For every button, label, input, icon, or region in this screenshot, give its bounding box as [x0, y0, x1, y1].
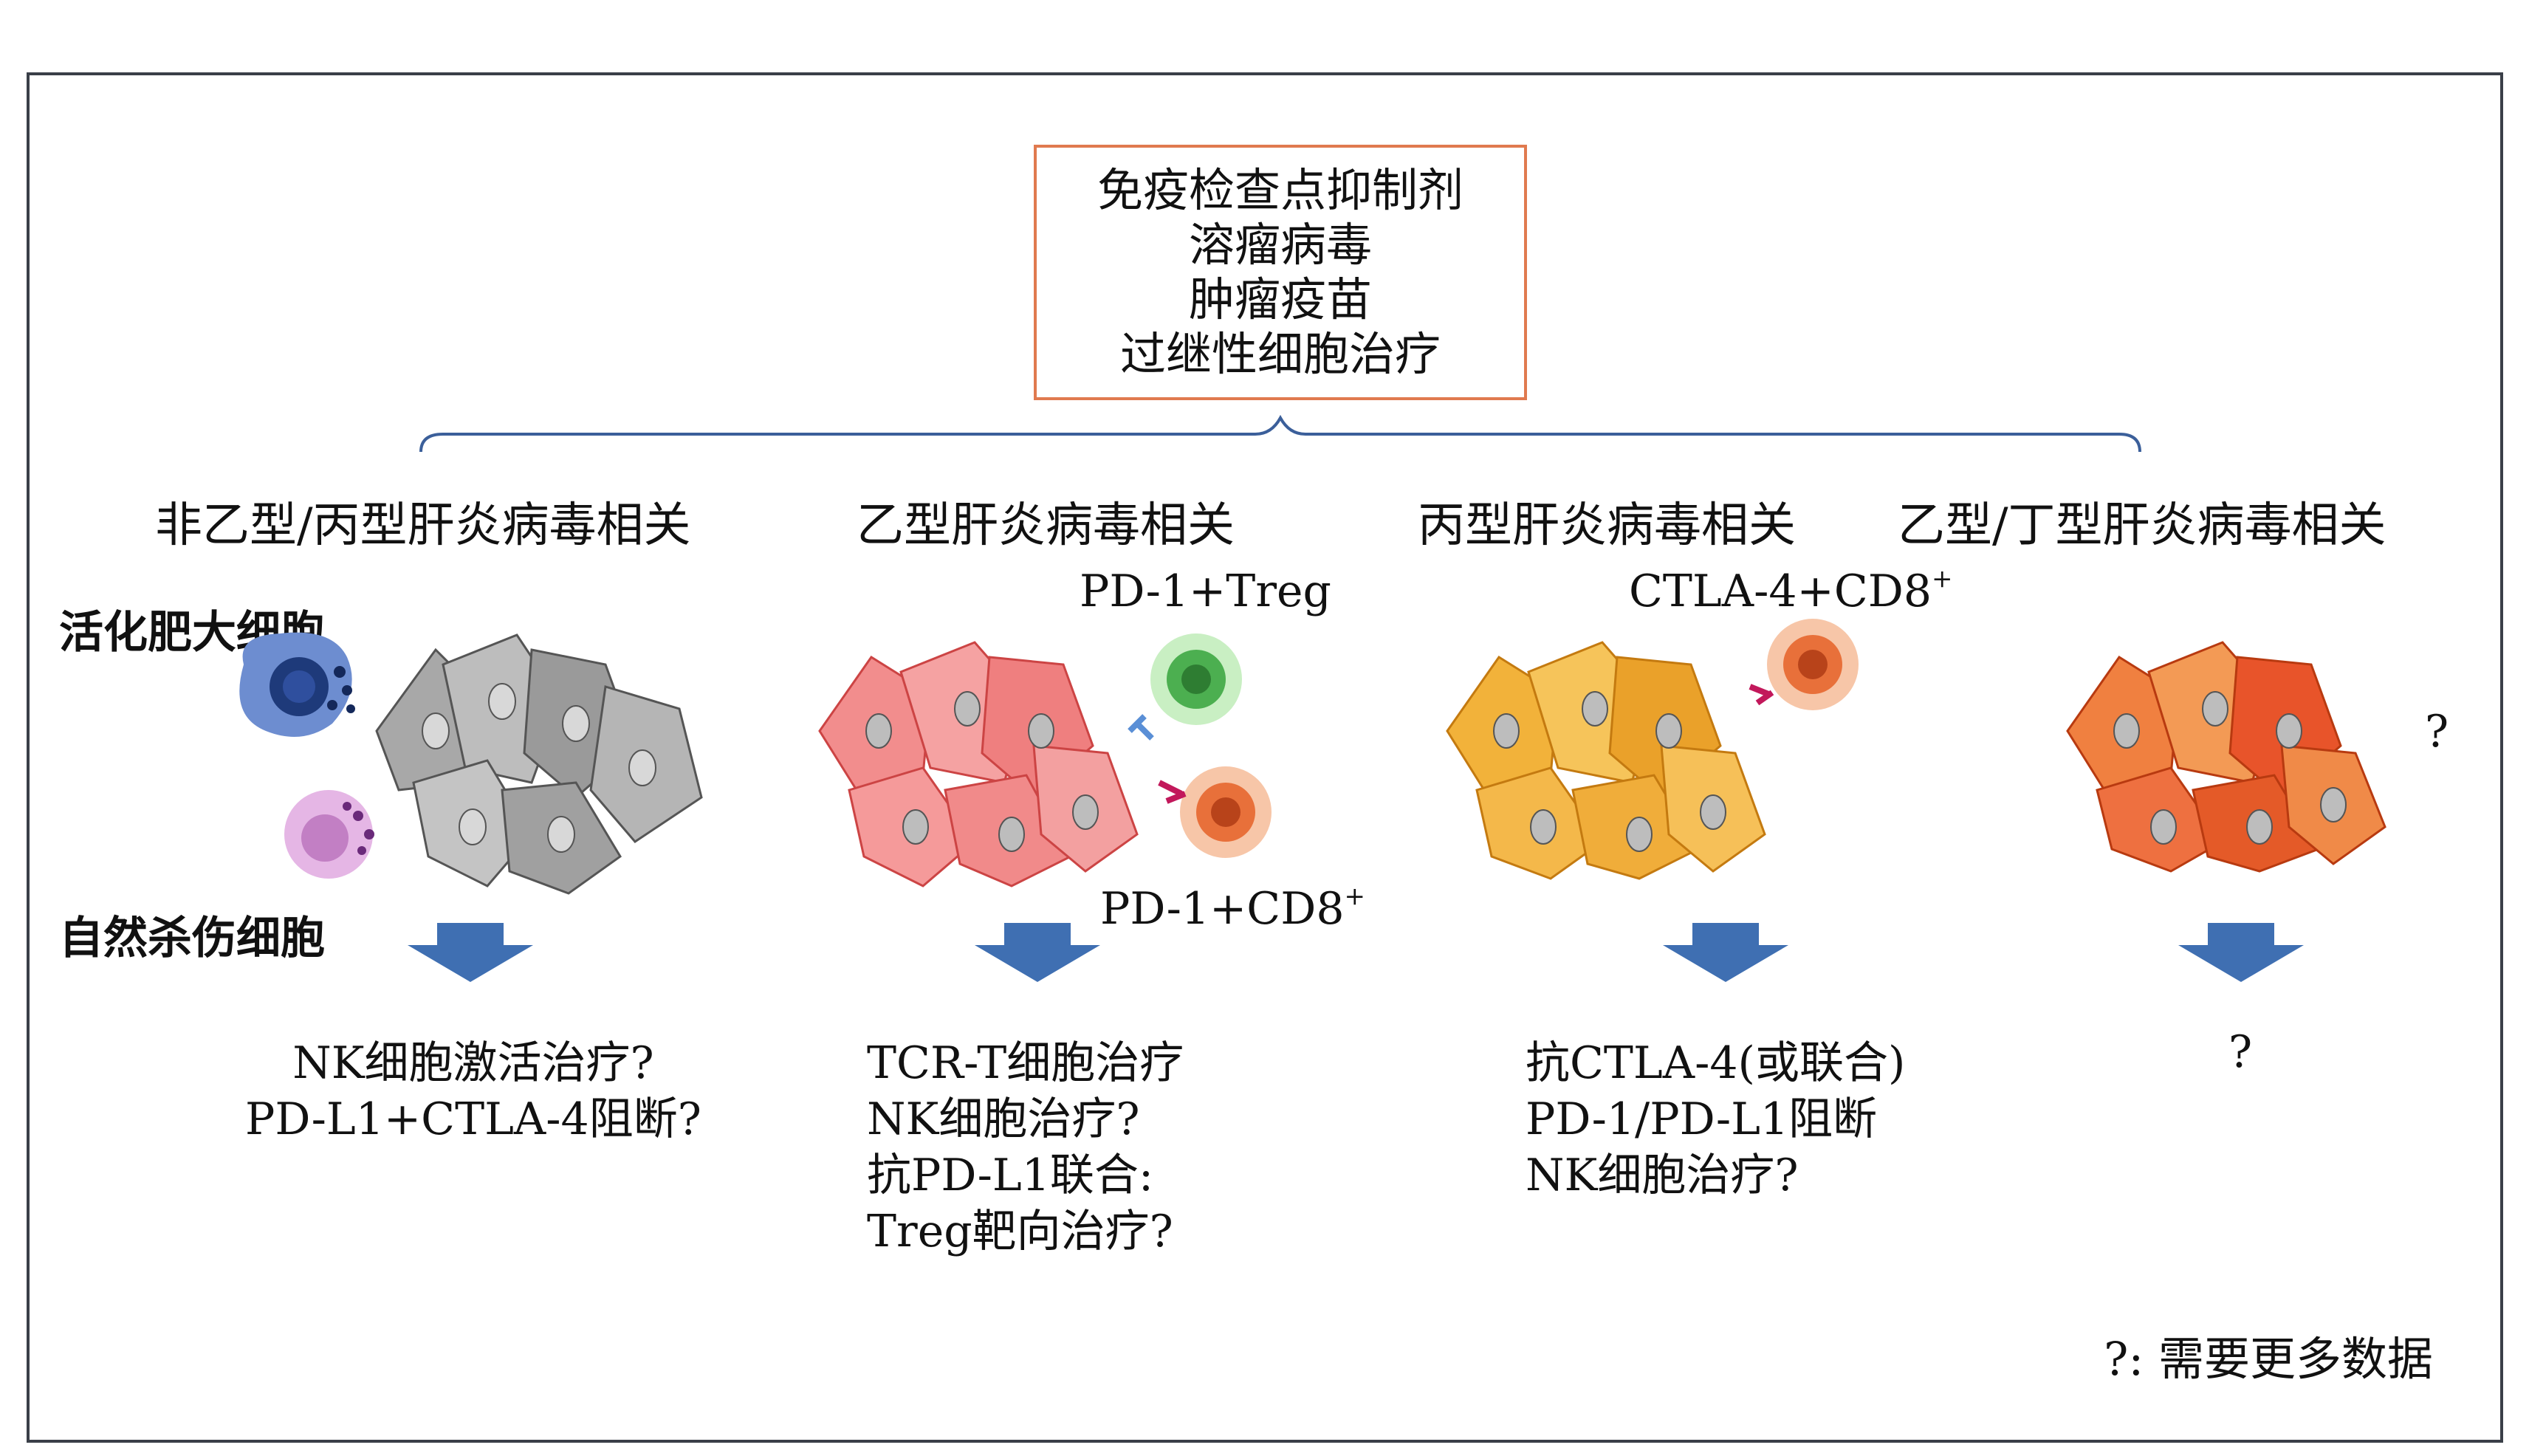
label-pd1-treg: PD-1+Treg — [1080, 566, 1331, 617]
hepatocyte-cluster-yellow — [1446, 619, 1859, 880]
treatment-oncolytic-virus: 溶瘤病毒 — [1188, 218, 1372, 272]
therapy-item: TCR-T细胞治疗 — [867, 1037, 1184, 1089]
therapies-hcv: 抗CTLA-4(或联合) PD-1/PD-L1阻断 NK细胞治疗? — [1526, 1035, 1905, 1203]
heading-non-hbv-hcv: 非乙型/丙型肝炎病毒相关 — [155, 498, 691, 553]
heading-hcv: 丙型肝炎病毒相关 — [1418, 498, 1796, 553]
ctla4-cd8-cell-icon — [1749, 619, 1859, 710]
treg-cell-icon — [1128, 633, 1242, 741]
label-hdv-unknown: ? — [2425, 706, 2449, 758]
treatments-box: 免疫检查点抑制剂 溶瘤病毒 肿瘤疫苗 过继性细胞治疗 — [1034, 145, 1527, 400]
branch-brace — [419, 414, 2141, 453]
therapies-non-hbv-hcv: NK细胞激活治疗? PD-L1+CTLA-4阻断? — [245, 1035, 701, 1147]
therapy-item: 抗CTLA-4(或联合) — [1526, 1037, 1906, 1089]
nk-cell-icon — [284, 790, 374, 879]
therapies-hbv: TCR-T细胞治疗 NK细胞治疗? 抗PD-L1联合: Treg靶向治疗? — [867, 1035, 1184, 1260]
cd8-cell-icon — [1158, 766, 1272, 858]
down-arrow-3-icon — [1663, 923, 1788, 982]
mast-cell-icon — [239, 632, 355, 737]
therapies-hbv-hdv: ? — [2228, 1026, 2253, 1078]
therapy-item: NK细胞治疗? — [867, 1093, 1140, 1145]
label-ctla4-cd8: CTLA-4+CD8+ — [1629, 564, 1953, 617]
heading-hbv: 乙型肝炎病毒相关 — [857, 498, 1235, 553]
label-nk-cell: 自然杀伤细胞 — [59, 913, 325, 964]
treatment-adoptive-cell-therapy: 过继性细胞治疗 — [1119, 327, 1441, 381]
treatment-checkpoint-inhibitors: 免疫检查点抑制剂 — [1097, 163, 1463, 217]
therapy-item: Treg靶向治疗? — [867, 1206, 1173, 1257]
down-arrow-2-icon — [975, 923, 1100, 982]
therapy-item: NK细胞治疗? — [1526, 1150, 1799, 1201]
down-arrow-1-icon — [408, 923, 533, 982]
therapy-item: 抗PD-L1联合: — [867, 1150, 1154, 1201]
diagram-frame — [27, 72, 2503, 1443]
heading-hbv-hdv: 乙型/丁型肝炎病毒相关 — [1898, 498, 2386, 553]
treatment-tumor-vaccine: 肿瘤疫苗 — [1188, 272, 1372, 326]
therapy-item: PD-L1+CTLA-4阻断? — [245, 1093, 701, 1145]
label-pd1-cd8: PD-1+CD8+ — [1100, 882, 1365, 935]
hepatocyte-cluster-grey — [239, 632, 703, 895]
therapy-item: PD-1/PD-L1阻断 — [1526, 1093, 1878, 1145]
down-arrow-4-icon — [2178, 923, 2304, 982]
hepatocyte-cluster-orange — [2066, 641, 2386, 873]
therapy-item: NK细胞激活治疗? — [292, 1037, 654, 1089]
footnote-legend: ?: 需要更多数据 — [2104, 1332, 2433, 1386]
hepatocyte-cluster-pink — [818, 633, 1272, 887]
